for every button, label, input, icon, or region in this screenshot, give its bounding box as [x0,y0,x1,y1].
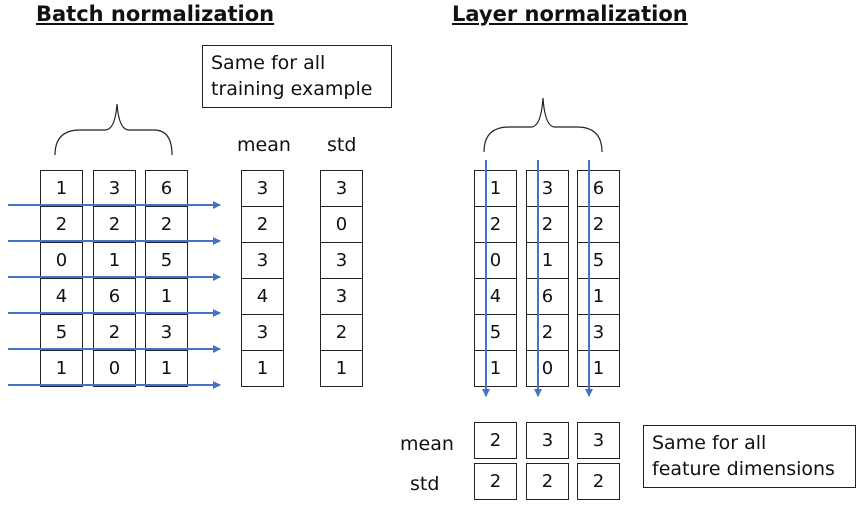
layer-cell: 2 [526,206,569,243]
layer-note-line-1: Same for all [652,432,767,454]
layer-cell: 0 [526,350,569,387]
batch-note-line-1: Same for all [211,52,326,74]
batch-note-line-2: training example [211,78,373,100]
layer-std-label: std [410,473,440,495]
batch-cell: 4 [40,278,83,315]
batch-mean-label: mean [237,134,291,156]
batch-mean-cell: 3 [241,170,284,207]
batch-std-cell: 1 [320,350,363,387]
layer-cell: 6 [577,170,620,207]
batch-cell: 1 [40,170,83,207]
batch-cell: 0 [40,242,83,279]
batch-cell: 0 [93,350,136,387]
layer-mean-cell: 3 [526,422,569,459]
batch-mean-cell: 3 [241,242,284,279]
batch-std-cell: 3 [320,170,363,207]
batch-mean-cell: 1 [241,350,284,387]
batch-cell: 2 [93,314,136,351]
layer-mean-cell: 2 [474,422,517,459]
layer-mean-label: mean [400,433,454,455]
layer-cell: 2 [474,206,517,243]
layer-cell: 5 [577,242,620,279]
batch-cell: 2 [145,206,188,243]
batch-mean-cell: 3 [241,314,284,351]
layer-note-line-2: feature dimensions [652,458,835,480]
batch-mean-cell: 4 [241,278,284,315]
layer-cell: 0 [474,242,517,279]
layer-cell: 6 [526,278,569,315]
layer-cell: 1 [577,278,620,315]
layer-cell: 2 [577,206,620,243]
batch-cell: 1 [40,350,83,387]
batch-note-box: Same for all training example [202,45,392,108]
batch-cell: 1 [145,350,188,387]
layer-mean-cell: 3 [577,422,620,459]
batch-cell: 5 [145,242,188,279]
layer-cell: 5 [474,314,517,351]
batch-cell: 3 [93,170,136,207]
batch-mean-cell: 2 [241,206,284,243]
batch-norm-title: Batch normalization [36,2,275,26]
batch-std-cell: 3 [320,278,363,315]
layer-note-box: Same for all feature dimensions [643,425,856,488]
layer-cell: 3 [526,170,569,207]
batch-cell: 3 [145,314,188,351]
batch-cell: 1 [145,278,188,315]
batch-std-cell: 3 [320,242,363,279]
batch-std-cell: 2 [320,314,363,351]
batch-std-cell: 0 [320,206,363,243]
batch-std-label: std [327,134,357,156]
batch-cell: 5 [40,314,83,351]
layer-cell: 4 [474,278,517,315]
batch-cell: 6 [145,170,188,207]
layer-std-cell: 2 [474,463,517,500]
batch-column-brace [54,103,173,156]
batch-cell: 1 [93,242,136,279]
batch-cell: 2 [40,206,83,243]
layer-cell: 2 [526,314,569,351]
batch-cell: 6 [93,278,136,315]
layer-std-cell: 2 [577,463,620,500]
layer-norm-title: Layer normalization [452,2,688,26]
layer-cell: 1 [474,170,517,207]
layer-cell: 1 [526,242,569,279]
layer-cell: 1 [474,350,517,387]
batch-cell: 2 [93,206,136,243]
layer-column-brace [483,97,603,153]
layer-std-cell: 2 [526,463,569,500]
layer-cell: 3 [577,314,620,351]
layer-cell: 1 [577,350,620,387]
